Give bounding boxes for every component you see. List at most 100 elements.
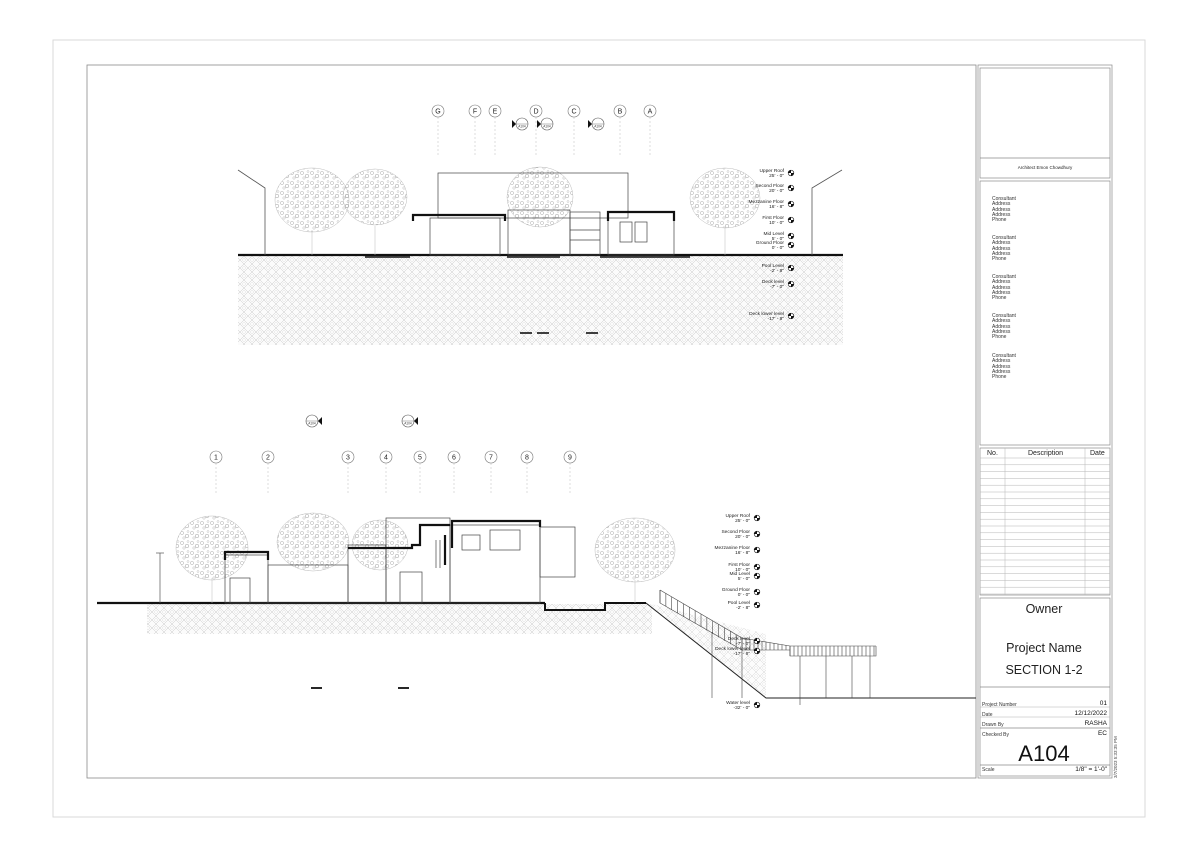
bottom-section-callout-1[interactable]: A104 <box>305 414 322 428</box>
bottom-level-name: Deck lower level <box>715 646 750 652</box>
bottom-building <box>224 517 576 604</box>
drawn-by-label: Drawn By <box>982 722 1004 728</box>
top-callout-label-1: A104 <box>518 125 526 129</box>
bottom-section <box>97 463 976 705</box>
top-grid-bubble-b: B <box>613 104 627 118</box>
scale-value: 1/8" = 1'-0" <box>1075 766 1107 773</box>
top-level-name: Pool Level <box>762 263 784 269</box>
top-level-name: Upper Roof <box>759 168 784 174</box>
top-level-elev: -2' - 8" <box>770 268 784 274</box>
bottom-grid-label-8: 8 <box>525 455 529 462</box>
top-level-elev: 0' - 0" <box>772 245 785 251</box>
bottom-level-name: First Floor <box>728 562 750 568</box>
top-level-name: Deck level <box>762 279 784 285</box>
bottom-section-callout-2[interactable]: A104 <box>401 414 418 428</box>
top-section-callout-3[interactable]: A104 <box>588 117 605 131</box>
bottom-grid-label-3: 3 <box>346 455 350 462</box>
architect-name: Architect Emon Chowdhury <box>1017 165 1073 170</box>
bottom-grid-bubble-8: 8 <box>520 450 534 464</box>
top-grid-bubble-a: A <box>643 104 657 118</box>
bottom-level-deck-level: Deck level-7' - 0" <box>728 636 761 647</box>
bottom-grid-label-6: 6 <box>452 455 456 462</box>
top-grid-bubble-g: G <box>431 104 445 118</box>
bottom-ground-hatch <box>147 604 652 634</box>
bottom-level-pool-level: Pool Level-2' - 8" <box>728 600 761 611</box>
bottom-grid-label-1: 1 <box>214 455 218 462</box>
top-grid-label-g: G <box>435 109 440 116</box>
bottom-level-elev: -32' - 0" <box>734 705 751 711</box>
top-level-elev: 16' - 8" <box>769 204 784 210</box>
top-grid-bubble-c: C <box>567 104 581 118</box>
top-level-deck-level: Deck level-7' - 0" <box>762 279 795 290</box>
bottom-level-elev: 5' - 0" <box>738 576 751 582</box>
top-level-deck-lower-level: Deck lower level-17' - 8" <box>749 311 795 322</box>
bottom-level-elev: 16' - 8" <box>735 550 750 556</box>
bottom-slabs <box>223 519 542 565</box>
bottom-grid-bubbles: 1 2 3 4 5 6 7 8 9 <box>209 450 577 464</box>
top-callout-label-2: A104 <box>543 125 551 129</box>
bottom-grid-bubble-2: 2 <box>261 450 275 464</box>
bottom-level-name: Mid Level <box>729 571 750 577</box>
owner-name: Owner <box>1025 602 1063 616</box>
revision-header-description: Description <box>1028 450 1064 457</box>
bottom-level-name: Mezzanine Floor <box>715 545 751 551</box>
date-value: 12/12/2022 <box>1074 710 1107 717</box>
bottom-level-name: Deck level <box>728 636 750 642</box>
revision-header-date: Date <box>1090 450 1105 457</box>
project-name: Project Name <box>1006 641 1082 655</box>
drawn-by-value: RASHA <box>1084 720 1107 727</box>
top-level-elev: 10' - 0" <box>769 220 784 226</box>
top-level-elev: -7' - 0" <box>770 284 784 290</box>
bottom-level-elev: -2' - 8" <box>736 605 750 611</box>
bottom-level-name: Upper Roof <box>725 513 750 519</box>
deck-structure <box>659 589 877 705</box>
bottom-trees <box>175 512 676 603</box>
bottom-grid-label-4: 4 <box>384 455 388 462</box>
bottom-level-name: Ground Floor <box>722 587 751 593</box>
top-level-elev: -17' - 8" <box>768 316 785 322</box>
bottom-level-elev: -17' - 8" <box>734 651 751 657</box>
scale-label: Scale <box>982 767 995 773</box>
bottom-level-name: Pool Level <box>728 600 750 606</box>
top-grid-bubble-f: F <box>468 104 482 118</box>
revision-header-no: No. <box>987 450 998 457</box>
print-stamp: 3/7/2023 5:33:35 PM <box>1113 736 1118 778</box>
top-level-elev: 25' - 0" <box>769 173 784 179</box>
bottom-level-elev: 10' - 0" <box>735 567 750 573</box>
bottom-grid-label-2: 2 <box>266 455 270 462</box>
top-trees <box>274 166 761 255</box>
top-grid-bubble-d: D <box>529 104 543 118</box>
bottom-grid-label-9: 9 <box>568 455 572 462</box>
top-level-name: Deck lower level <box>749 311 784 317</box>
top-level-name: Second Floor <box>755 183 784 189</box>
bottom-grid-label-7: 7 <box>489 455 493 462</box>
sheet-title: SECTION 1-2 <box>1005 663 1083 677</box>
top-grid-label-f: F <box>473 109 477 116</box>
top-grid-label-a: A <box>648 109 653 116</box>
bottom-level-elev: 0' - 0" <box>738 592 751 598</box>
bottom-grid-label-5: 5 <box>418 455 422 462</box>
top-section-callout-2[interactable]: A104 <box>537 117 554 131</box>
top-grid-bubble-e: E <box>488 104 502 118</box>
top-ground-hatch <box>238 255 843 345</box>
top-grid-label-d: D <box>533 109 538 116</box>
top-section-callout-1[interactable]: A104 <box>512 117 529 131</box>
top-grid-label-e: E <box>493 109 498 116</box>
bottom-level-elev: 25' - 0" <box>735 518 750 524</box>
project-number-label: Project Number <box>982 702 1017 708</box>
bottom-level-elev: 20' - 0" <box>735 534 750 540</box>
info-rows <box>980 706 1110 718</box>
